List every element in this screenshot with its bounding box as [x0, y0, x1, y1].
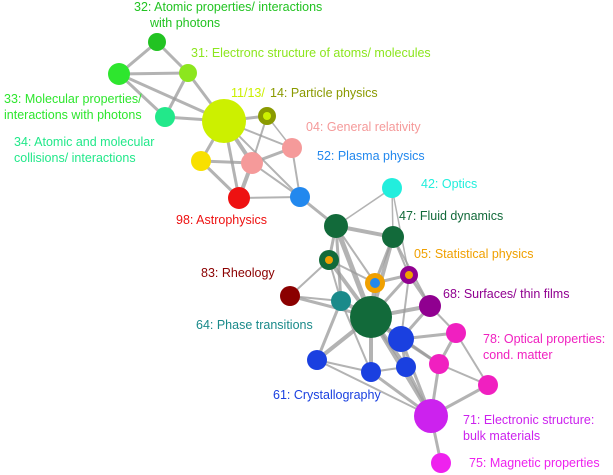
label-33: 33: Molecular properties/ [4, 92, 142, 106]
label-34-line2: collisions/ interactions [14, 151, 136, 165]
node-52 [290, 187, 310, 207]
node-05c-center [405, 271, 413, 279]
edge [334, 225, 343, 302]
node-31 [179, 64, 197, 82]
label-98: 98: Astrophysics [176, 213, 267, 227]
edge [315, 300, 343, 361]
label-04: 04: General relativity [306, 120, 421, 134]
node-83 [280, 286, 300, 306]
label-68: 68: Surfaces/ thin films [443, 287, 569, 301]
node-42 [382, 178, 402, 198]
node-04b [282, 138, 302, 158]
node-61d [361, 362, 381, 382]
node-78b [429, 354, 449, 374]
label-47: 47: Fluid dynamics [399, 209, 503, 223]
label-71: 71: Electronic structure: [463, 413, 594, 427]
node-75 [431, 453, 451, 473]
label-61: 61: Crystallography [273, 388, 381, 402]
label-64: 64: Phase transitions [196, 318, 313, 332]
node-71 [414, 399, 448, 433]
node-68 [419, 295, 441, 317]
nodes [108, 33, 498, 473]
label-11-13: 11/13/ [231, 86, 265, 100]
labels: 32: Atomic properties/ interactions with… [4, 0, 605, 470]
edge [455, 332, 489, 386]
node-yellow [191, 151, 211, 171]
label-32: 32: Atomic properties/ interactions [134, 0, 322, 14]
node-33-group [108, 63, 130, 85]
node-05a-center [325, 256, 333, 264]
node-78c [478, 375, 498, 395]
label-78: 78: Optical properties: [483, 332, 605, 346]
node-32 [148, 33, 166, 51]
node-11-13 [202, 99, 246, 143]
node-61b [307, 350, 327, 370]
node-61a [388, 326, 414, 352]
label-34: 34: Atomic and molecular [14, 135, 154, 149]
node-34 [155, 107, 175, 127]
label-33-line2: interactions with photons [4, 108, 142, 122]
edge [118, 71, 189, 76]
label-05: 05: Statistical physics [414, 247, 534, 261]
node-98 [228, 187, 250, 209]
node-61c [396, 357, 416, 377]
label-71-line2: bulk materials [463, 429, 540, 443]
edge [340, 300, 372, 373]
node-64 [331, 291, 351, 311]
node-central [350, 296, 392, 338]
label-78-line2: cond. matter [483, 348, 552, 362]
label-52: 52: Plasma physics [317, 149, 425, 163]
label-14: 14: Particle physics [270, 86, 378, 100]
label-31: 31: Electronc structure of atoms/ molecu… [191, 46, 431, 60]
node-14-center [263, 112, 271, 120]
label-75: 75: Magnetic properties [469, 456, 600, 470]
node-05b-center [370, 278, 380, 288]
label-83: 83: Rheology [201, 266, 275, 280]
node-47a [324, 214, 348, 238]
label-32-line2: with photons [149, 16, 220, 30]
edge [316, 359, 432, 417]
label-42: 42: Optics [421, 177, 477, 191]
node-04a [241, 152, 263, 174]
node-78a [446, 323, 466, 343]
node-47b [382, 226, 404, 248]
